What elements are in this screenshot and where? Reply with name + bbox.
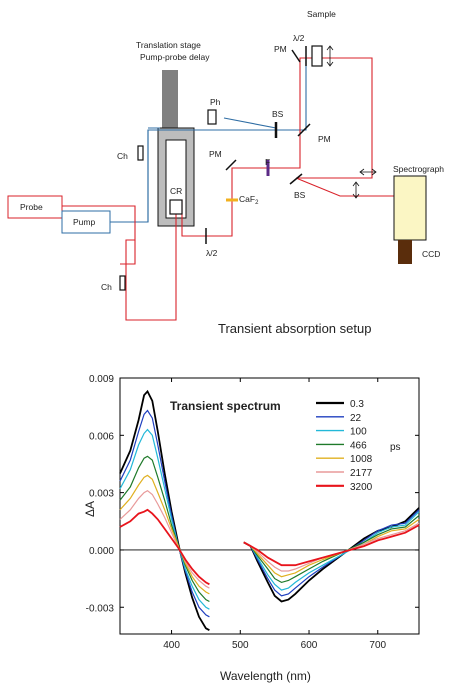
series-line-1008 (119, 474, 210, 595)
series-line-100 (119, 428, 210, 610)
label-caf2: CaF2 (239, 194, 259, 206)
series-line-100 (243, 511, 420, 591)
x-tick-label: 500 (232, 640, 249, 651)
x-axis-label: Wavelength (nm) (220, 669, 311, 683)
y-tick-label: -0.003 (86, 603, 115, 614)
pump-beam-branch (138, 117, 277, 223)
x-tick-label: 600 (301, 640, 318, 651)
legend-label-2177: 2177 (350, 468, 373, 479)
label-translation-stage: Translation stage (136, 40, 201, 50)
label-ph: Ph (210, 97, 221, 107)
series-line-0.3 (119, 389, 210, 631)
mount-arrow-2 (359, 168, 377, 176)
pump-beam (110, 57, 314, 223)
series-line-466 (119, 455, 210, 603)
label-pm-top: PM (274, 44, 287, 54)
y-tick-label: 0.003 (89, 489, 114, 500)
legend-label-3200: 3200 (350, 482, 373, 493)
chart-title: Transient spectrum (170, 399, 281, 413)
ccd (398, 240, 412, 264)
translation-stage (162, 70, 178, 130)
probe-beam-3 (120, 240, 136, 265)
mount-arrow-3 (352, 181, 360, 199)
series-line-2177 (119, 489, 210, 589)
parabolic-mirror-mid (225, 159, 237, 171)
series-line-0.3 (243, 507, 420, 603)
beamsplitter-lower (289, 173, 303, 185)
y-tick-label: 0.009 (89, 374, 114, 385)
label-ch-left: Ch (117, 151, 128, 161)
x-tick-label: 400 (163, 640, 180, 651)
parabolic-mirror-top (291, 49, 301, 63)
spectrograph (393, 175, 427, 241)
probe-box (7, 195, 63, 219)
setup-diagram: Sample Translation stage Pump-probe dela… (7, 9, 444, 336)
label-cr: CR (170, 186, 182, 196)
series-line-466 (243, 515, 420, 584)
series-line-22 (243, 509, 420, 597)
probe-beam-2 (295, 57, 394, 197)
y-tick-label: 0.006 (89, 431, 114, 442)
label-spectrograph: Spectrograph (393, 164, 444, 174)
mount-arrow-1 (326, 45, 334, 67)
label-pm-mid: PM (209, 149, 222, 159)
label-pump-probe-delay: Pump-probe delay (140, 52, 210, 62)
legend-label-0.3: 0.3 (350, 399, 364, 410)
legend-label-100: 100 (350, 427, 367, 438)
label-bs-lower: BS (294, 190, 306, 200)
label-f: F (265, 157, 270, 167)
legend-label-1008: 1008 (350, 454, 373, 465)
series-line-2177 (243, 522, 420, 572)
label-ccd: CCD (422, 249, 440, 259)
label-probe: Probe (20, 202, 43, 212)
parabolic-mirror-right (297, 123, 311, 137)
label-sample: Sample (307, 9, 336, 19)
label-half-wave-top: λ/2 (293, 33, 305, 43)
pump-box (61, 210, 111, 234)
series-line-3200 (243, 524, 420, 567)
chopper-bottom (119, 275, 126, 291)
legend-unit: ps (390, 442, 401, 453)
label-ch-bottom: Ch (101, 282, 112, 292)
legend-label-22: 22 (350, 413, 362, 424)
series-line-3200 (119, 508, 210, 586)
plot-frame (119, 377, 420, 635)
label-bs-upper: BS (272, 109, 284, 119)
label-pump: Pump (73, 217, 95, 227)
label-half-wave-bottom: λ/2 (206, 248, 218, 258)
series-line-22 (119, 409, 210, 618)
chopper-left (137, 145, 144, 161)
y-axis-label: ΔA (83, 501, 97, 517)
sample-cell (311, 45, 323, 67)
photodiode (207, 109, 217, 125)
label-pm-right: PM (318, 134, 331, 144)
legend-label-466: 466 (350, 440, 367, 451)
x-tick-label: 700 (369, 640, 386, 651)
y-tick-label: 0.000 (89, 546, 114, 557)
setup-caption: Transient absorption setup (218, 321, 371, 336)
corner-reflector (169, 199, 183, 215)
series-line-1008 (243, 518, 420, 578)
